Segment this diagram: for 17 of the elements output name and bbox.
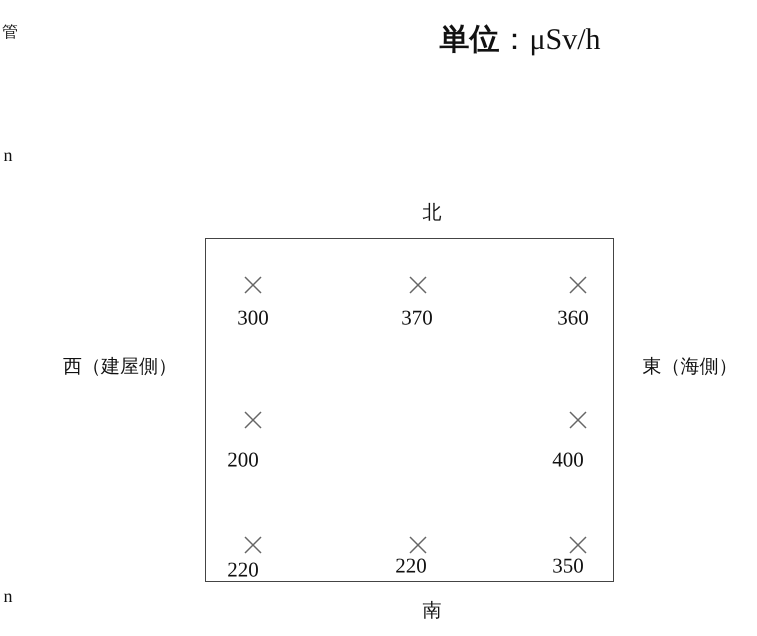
text-fragment: 管: [2, 24, 18, 40]
text-fragment: n: [4, 146, 12, 164]
dose-value: 220: [395, 556, 427, 576]
dose-value: 370: [401, 308, 433, 328]
direction-label: 南: [422, 602, 442, 620]
direction-label: 東（海側）: [642, 358, 738, 376]
unit-heading: 単位：μSv/h: [439, 25, 601, 55]
text-fragment: n: [4, 587, 12, 605]
dose-value: 220: [227, 560, 259, 580]
dose-value: 300: [237, 308, 269, 328]
direction-label: 北: [422, 204, 442, 222]
survey-area-outline: [205, 238, 614, 582]
dose-value: 200: [227, 450, 259, 470]
direction-label: 西（建屋側）: [63, 358, 177, 376]
dose-value: 350: [552, 556, 584, 576]
dose-value: 360: [557, 308, 589, 328]
dose-value: 400: [552, 450, 584, 470]
